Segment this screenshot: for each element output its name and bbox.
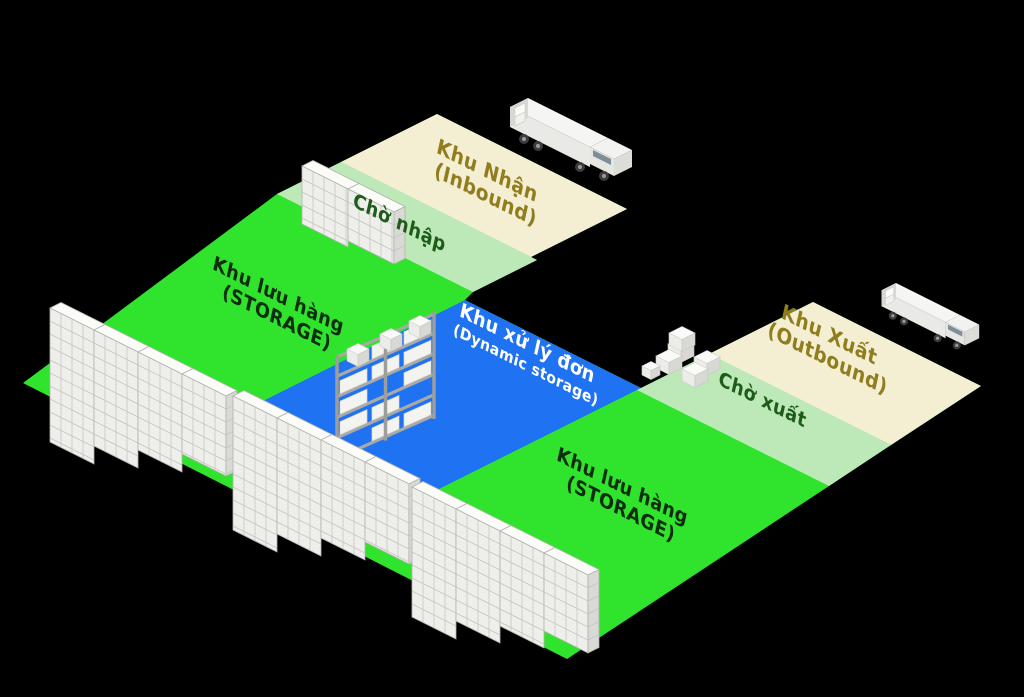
storage-rack-row-left: [49, 302, 238, 477]
box-stack-icon: [641, 326, 721, 388]
storage-rack-row-bottom: [411, 481, 600, 654]
zone-outbound: [709, 302, 981, 445]
staging-rack-icon: [301, 160, 406, 265]
zone-inbound: [341, 114, 627, 257]
zone-waiting-out: [637, 354, 891, 486]
